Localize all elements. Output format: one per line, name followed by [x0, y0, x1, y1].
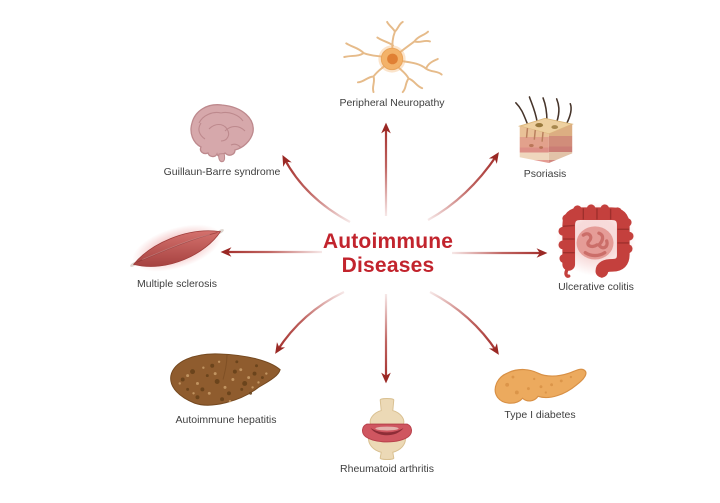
title-line-2: Diseases — [341, 254, 435, 277]
psoriasis-plaque — [551, 125, 559, 130]
hair-follicles — [525, 127, 544, 142]
node-label: Autoimmune hepatitis — [175, 414, 277, 426]
node-label: Multiple sclerosis — [137, 278, 217, 290]
node-label: Peripheral Neuropathy — [339, 97, 445, 109]
diagram-title: Autoimmune Diseases — [278, 230, 498, 278]
node-type-1-diabetes: Type I diabetes — [478, 350, 602, 422]
node-label: Psoriasis — [523, 168, 567, 180]
colon-haustra-bumps — [558, 204, 634, 263]
muscle-seam — [136, 232, 218, 263]
node-psoriasis: Psoriasis — [485, 95, 605, 181]
brain-gyri — [198, 111, 246, 149]
arrow-bottom-left — [275, 291, 345, 354]
node-multiple-sclerosis: Multiple sclerosis — [115, 221, 239, 291]
arrow-top-right — [427, 152, 499, 221]
node-peripheral-neuropathy: Peripheral Neuropathy — [314, 20, 470, 110]
rectum — [596, 268, 607, 278]
muscle-fiber-icon — [130, 224, 224, 272]
pancreas-texture-dots — [505, 375, 573, 395]
title-line-1: Autoimmune — [322, 230, 454, 253]
pancreas-icon — [494, 368, 587, 404]
arrow-top-left — [282, 154, 351, 223]
liver-body — [170, 353, 281, 406]
psoriasis-plaque — [535, 123, 544, 128]
colon-frame — [562, 207, 630, 278]
brain-icon — [190, 104, 254, 163]
liver-dark-nodules — [180, 360, 264, 402]
node-label: Rheumatoid arthritis — [340, 463, 434, 475]
meniscus — [375, 426, 399, 431]
appendix — [564, 268, 571, 278]
colon-segmentation-lines — [562, 208, 630, 254]
large-intestine-icon — [556, 202, 636, 278]
brainstem — [218, 152, 226, 163]
node-label: Ulcerative colitis — [558, 281, 634, 293]
neuron-nucleus — [387, 53, 398, 65]
small-intestine-coils — [581, 231, 609, 258]
femur-bone — [369, 398, 405, 425]
brain-body — [190, 104, 254, 158]
node-label: Type I diabetes — [504, 409, 576, 421]
liver-light-nodules — [178, 360, 268, 403]
liver-fissure — [222, 354, 228, 380]
skin-cross-section-icon — [515, 96, 574, 164]
node-label: Guillaun-Barre syndrome — [163, 166, 281, 178]
muscle-fiber-line — [142, 234, 210, 260]
arrow-bottom-right — [429, 291, 499, 355]
skin-side-face — [548, 124, 573, 164]
dermis-spot — [529, 144, 534, 148]
knee-joint-icon — [362, 398, 412, 460]
skin-top-face — [517, 117, 574, 135]
tibia-bone — [368, 436, 406, 460]
joint-space — [370, 428, 404, 436]
dermis-spot — [539, 146, 544, 149]
muscle-belly — [132, 230, 222, 267]
liver-icon — [170, 353, 281, 406]
node-guillaun-barre-syndrome: Guillaun-Barre syndrome — [158, 101, 286, 179]
node-ulcerative-colitis: Ulcerative colitis — [534, 202, 658, 294]
neuron-icon — [343, 20, 443, 94]
node-rheumatoid-arthritis: Rheumatoid arthritis — [325, 398, 449, 476]
node-autoimmune-hepatitis: Autoimmune hepatitis — [164, 350, 288, 427]
